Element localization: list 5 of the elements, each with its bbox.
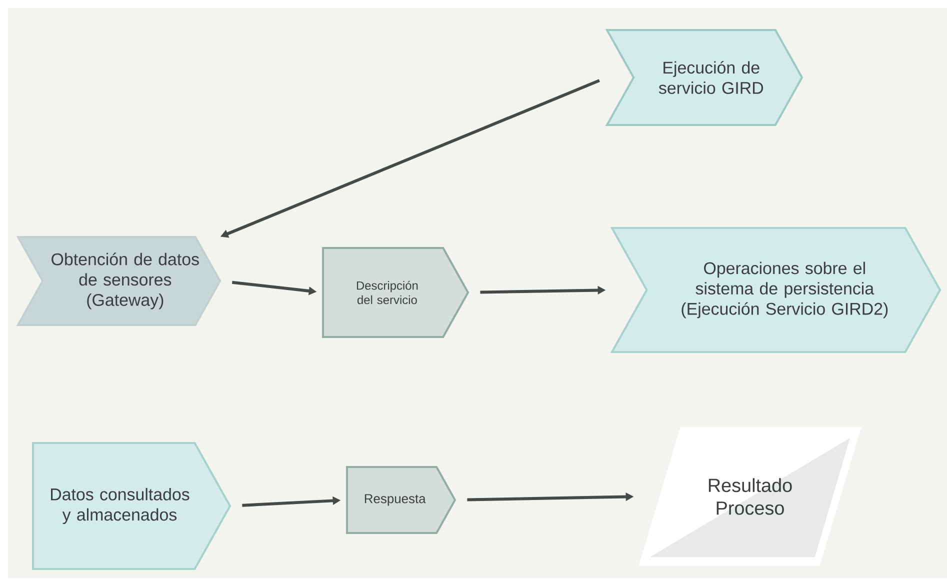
chevron-box: Ejecución de servicio GIRD — [605, 29, 804, 126]
chevron-box: Operaciones sobre el sistema de persistencia (Ejecución Servicio GIRD2) — [610, 227, 942, 353]
pentagon-box: Respuesta — [346, 466, 456, 534]
pentagon-box: Descripción del servicio — [322, 247, 470, 338]
pentagon-box: Datos consultados y almacenados — [32, 442, 232, 570]
